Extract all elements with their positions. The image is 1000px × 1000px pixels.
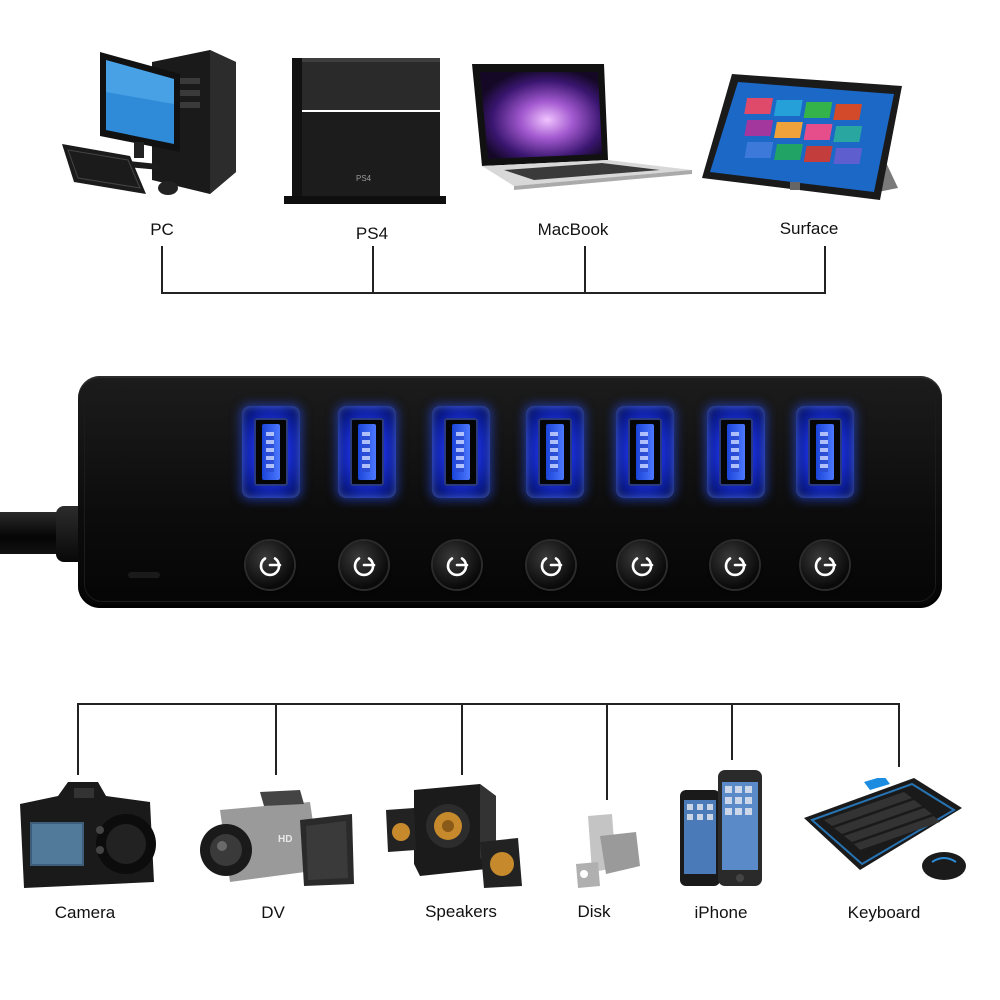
ps4-console-icon: PS4: [284, 58, 446, 206]
connector-ps4: [372, 246, 374, 293]
speakers-icon: [384, 778, 528, 890]
ps4-badge: PS4: [356, 174, 372, 183]
connector-surface: [824, 246, 826, 293]
usb-port-3[interactable]: [432, 406, 490, 498]
power-icon: [353, 557, 376, 577]
device-label-iphone: iPhone: [694, 903, 748, 922]
power-icon: [814, 557, 837, 577]
host-label-pc: PC: [150, 220, 174, 239]
connector-pc: [161, 246, 163, 293]
power-icon: [724, 557, 747, 577]
power-icon: [259, 557, 282, 577]
usb-flash-drive-icon: [570, 812, 644, 888]
usb-port-5[interactable]: [616, 406, 674, 498]
smartphone-icon: [678, 770, 764, 888]
tablet-icon: [702, 70, 906, 204]
usb-port-6[interactable]: [707, 406, 765, 498]
keyboard-mouse-icon: [804, 776, 972, 888]
usb-port-1[interactable]: [242, 406, 300, 498]
desktop-pc-icon: [60, 44, 240, 204]
power-icon: [540, 557, 563, 577]
port-power-button-3[interactable]: [433, 541, 481, 589]
usb-port-7[interactable]: [796, 406, 854, 498]
connector-devices-bus: [77, 703, 900, 705]
connector-dv: [275, 703, 277, 775]
connector-macbook: [584, 246, 586, 293]
host-label-macbook: MacBook: [537, 220, 609, 239]
port-power-button-2[interactable]: [340, 541, 388, 589]
usb-port-2[interactable]: [338, 406, 396, 498]
connector-keyboard: [898, 703, 900, 767]
device-label-disk: Disk: [577, 902, 611, 921]
device-label-dv: DV: [261, 903, 285, 922]
laptop-icon: [468, 62, 694, 190]
dv-hd-badge: HD: [278, 834, 293, 845]
camera-icon: [14, 778, 158, 890]
connector-camera: [77, 703, 79, 775]
host-label-ps4: PS4: [355, 224, 389, 243]
port-power-button-4[interactable]: [527, 541, 575, 589]
port-power-button-5[interactable]: [618, 541, 666, 589]
usb-port-4[interactable]: [526, 406, 584, 498]
device-label-camera: Camera: [54, 903, 116, 922]
power-icon: [631, 557, 654, 577]
port-power-button-6[interactable]: [711, 541, 759, 589]
connector-disk: [606, 703, 608, 800]
power-icon: [446, 557, 469, 577]
camcorder-icon: HD: [200, 790, 356, 894]
connector-iphone: [731, 703, 733, 760]
device-label-keyboard: Keyboard: [847, 903, 921, 922]
host-label-surface: Surface: [779, 219, 839, 238]
port-power-button-7[interactable]: [801, 541, 849, 589]
connector-speakers: [461, 703, 463, 775]
connector-hosts-bus: [161, 292, 826, 294]
port-power-button-1[interactable]: [246, 541, 294, 589]
device-label-speakers: Speakers: [425, 902, 497, 921]
hub-logo: [128, 572, 160, 578]
